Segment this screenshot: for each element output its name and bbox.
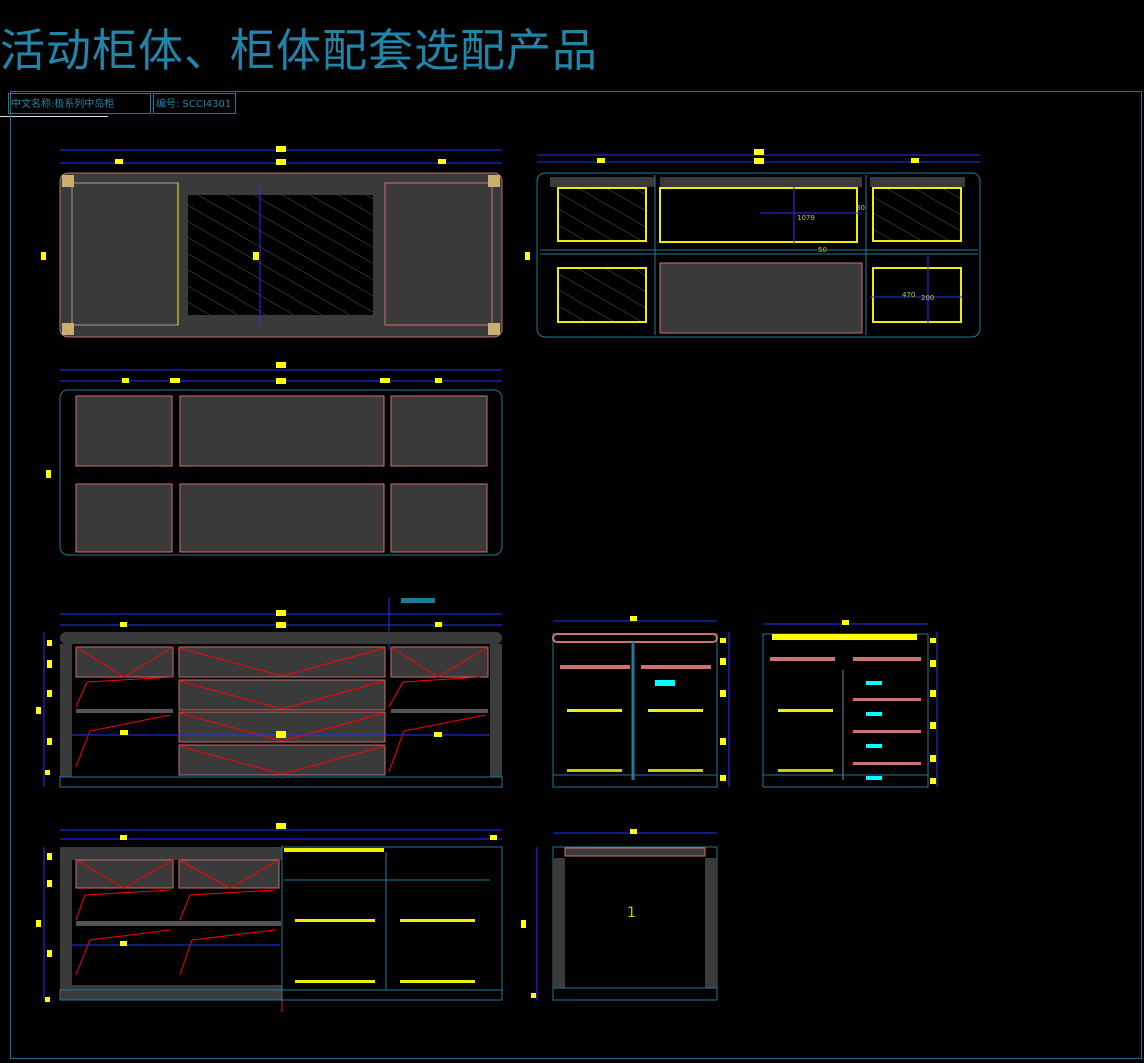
dim-drawer-height: 200	[921, 294, 934, 302]
section-marker: 1	[627, 905, 636, 921]
name-label: 中文名称:极系列中岛柜	[8, 93, 151, 114]
side-section-right	[762, 620, 938, 788]
front-elevation-drawers	[36, 598, 503, 788]
plan-view-top	[41, 146, 503, 338]
dim-glass-gap: 30	[856, 204, 865, 212]
code-label: 编号: SCCI4301	[153, 93, 236, 114]
dim-drawer-width: 470	[902, 291, 915, 299]
dim-shelf-gap: 50	[818, 246, 827, 254]
front-view-glass: 1079 30 50 470 200	[525, 149, 981, 338]
dim-glass-width: 1079	[797, 214, 815, 222]
side-section-left	[552, 616, 730, 788]
drawing-frame	[10, 91, 1142, 1059]
back-view	[46, 362, 503, 556]
end-view: 1	[521, 829, 718, 1001]
drawing-title: 活动柜体、柜体配套选配产品	[0, 24, 599, 77]
half-section-view	[36, 823, 503, 1012]
underline	[0, 116, 108, 117]
